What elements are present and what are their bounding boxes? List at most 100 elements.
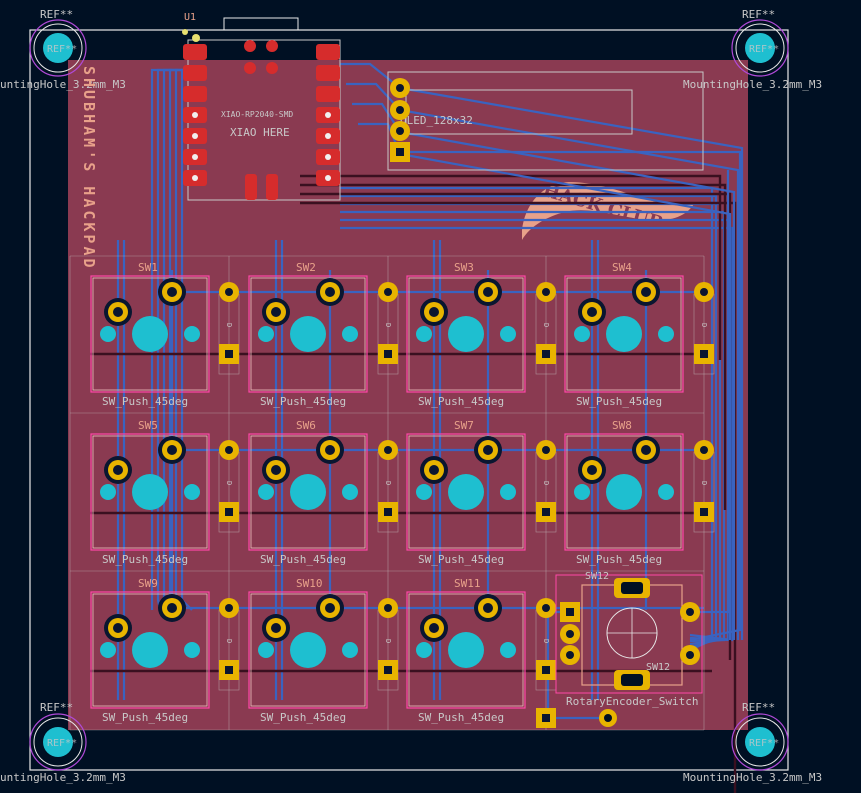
switch-peg-hole: [416, 484, 432, 500]
switch-peg-hole: [416, 326, 432, 342]
encoder-pad-drill: [686, 608, 694, 616]
diode-pad-drill: [542, 714, 550, 722]
mcu-pad: [183, 65, 207, 81]
mounting-hole-outline: [735, 23, 785, 73]
switch-pad-drill: [167, 287, 177, 297]
switch-peg-hole: [100, 642, 116, 658]
trace-encoder: [690, 170, 730, 614]
switch-pad-drill: [325, 603, 335, 613]
diode-ref-label: D: [225, 323, 233, 327]
mounting-hole-drill: [745, 727, 775, 757]
diode-ref-label: D: [384, 481, 392, 485]
switch-center-hole: [448, 474, 484, 510]
switch-peg-hole: [100, 484, 116, 500]
diode-pad-drill: [700, 288, 708, 296]
diode-pad-drill: [542, 666, 550, 674]
trace-oled: [352, 102, 401, 133]
diode-ref-label: D: [384, 639, 392, 643]
switch-ref-label: SW8: [612, 419, 632, 432]
diode-pad-drill: [700, 446, 708, 454]
switch-pad-drill: [167, 603, 177, 613]
switch-pad-drill: [587, 307, 597, 317]
diode: D: [377, 440, 399, 533]
mounting-hole-value-label: MountingHole_3.2mm_M3: [683, 78, 822, 91]
switch-ref-label: SW11: [454, 577, 481, 590]
trace-bus: [340, 194, 718, 649]
diode-pad-drill: [225, 666, 233, 674]
diode-ref-label: D: [384, 323, 392, 327]
mcu-pad: [316, 86, 340, 102]
switch-value-label: SW_Push_45deg: [260, 395, 346, 408]
switch-peg-hole: [342, 642, 358, 658]
diode-pad-drill: [384, 350, 392, 358]
mcu-via: [192, 112, 198, 118]
switch-peg-hole: [184, 642, 200, 658]
diode-pad-drill: [542, 508, 550, 516]
switch-pad-drill: [483, 445, 493, 455]
mounting-hole-courtyard: [29, 19, 87, 77]
diode: D: [218, 440, 240, 533]
mounting-hole-outline: [735, 717, 785, 767]
switch-courtyard: [406, 275, 526, 393]
mounting-hole: REF**REF**MountingHole_3.2mm_M3: [683, 701, 822, 784]
trace-oled: [399, 86, 744, 640]
switch-ref-label: SW6: [296, 419, 316, 432]
diode: D: [693, 282, 715, 375]
board-title: SHUBHAM'S HACKPAD: [80, 66, 98, 271]
mounting-hole-ref-label: REF**: [40, 8, 73, 21]
switch-peg-hole: [574, 326, 590, 342]
fab-grid: [69, 255, 705, 731]
switch-courtyard: [248, 591, 368, 709]
switch-peg-hole: [258, 326, 274, 342]
diode: D: [377, 598, 399, 691]
switch-peg-hole: [184, 326, 200, 342]
switch-value-label: SW_Push_45deg: [102, 395, 188, 408]
switch-outline: [92, 593, 208, 707]
switch-ref-label: SW10: [296, 577, 323, 590]
oled-pad-drill: [396, 84, 404, 92]
switch-peg-hole: [500, 326, 516, 342]
diode-pad-drill: [542, 446, 550, 454]
switch-pad-drill: [641, 287, 651, 297]
switch-pad-drill: [429, 623, 439, 633]
switch-peg-hole: [574, 484, 590, 500]
switch-pad-drill: [483, 287, 493, 297]
switch-center-hole: [132, 316, 168, 352]
diode-pad-drill: [542, 288, 550, 296]
diode: D: [535, 440, 557, 533]
switch-value-label: SW_Push_45deg: [418, 395, 504, 408]
oled-pad-drill: [396, 127, 404, 135]
switch-outline: [408, 277, 524, 391]
switch-ref-label: SW4: [612, 261, 632, 274]
diode-ref-label: D: [542, 639, 550, 643]
switch-ref-label: SW5: [138, 419, 158, 432]
switch-outline: [408, 435, 524, 549]
mounting-hole-ref-inner: REF**: [749, 738, 779, 749]
diode-pad-drill: [384, 446, 392, 454]
switch-peg-hole: [658, 326, 674, 342]
switch-outline: [408, 593, 524, 707]
diode-ref-label: D: [225, 481, 233, 485]
mounting-hole-courtyard: [731, 713, 789, 771]
switch-value-label: SW_Push_45deg: [418, 711, 504, 724]
diode: D: [535, 282, 557, 375]
diode-pad-drill: [225, 508, 233, 516]
mounting-hole: REF**REF**untingHole_3.2mm_M3: [0, 8, 126, 91]
switch-courtyard: [90, 433, 210, 551]
diode-pad-drill: [384, 666, 392, 674]
switch-pad-drill: [429, 307, 439, 317]
switch-outline: [92, 277, 208, 391]
switch-value-label: SW_Push_45deg: [418, 553, 504, 566]
switch-center-hole: [290, 474, 326, 510]
mcu-here-label: XIAO HERE: [230, 126, 290, 139]
mcu-via: [192, 154, 198, 160]
trace-oled: [399, 152, 732, 640]
switch-pad-drill: [271, 465, 281, 475]
diode: D: [218, 598, 240, 691]
